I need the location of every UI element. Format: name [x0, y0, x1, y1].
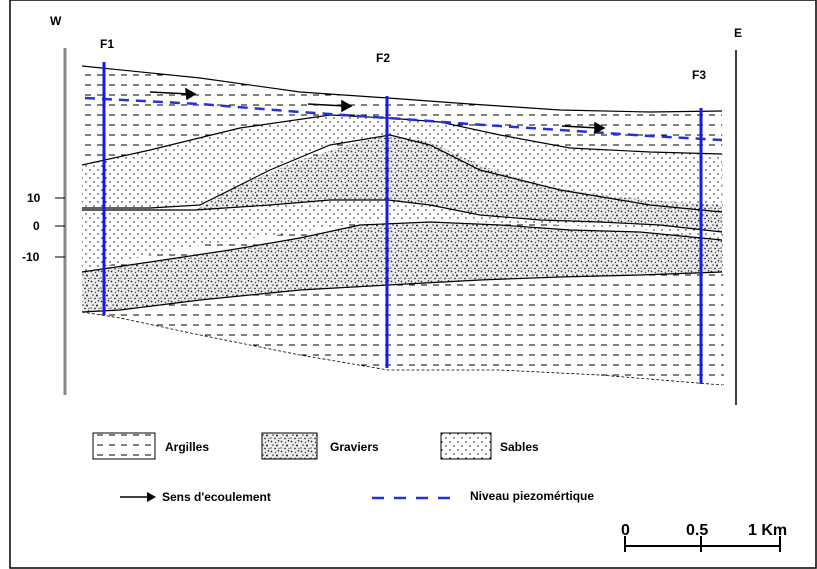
depth-tick-0: 0: [33, 219, 40, 233]
gravel-lens: [195, 135, 722, 232]
legend-label-sables: Sables: [500, 440, 539, 454]
legend-swatch-graviers: [261, 432, 318, 460]
depth-tick-10: 10: [27, 191, 41, 205]
wells: F1 F2 F3: [100, 37, 706, 384]
legend-flow-arrowhead: [147, 492, 156, 502]
figure-frame: [9, 0, 817, 569]
legend-swatch-argilles: [92, 432, 156, 460]
well-label-f3: F3: [692, 68, 706, 82]
depth-axis: 10 0 -10: [22, 191, 65, 264]
gravel-layer-lower: [82, 222, 722, 312]
legend-swatch-sables: [440, 432, 492, 460]
legend-label-piezo: Niveau piezomértique: [470, 489, 594, 503]
scale-label-1km: 1 Km: [748, 522, 787, 539]
flow-arrow-1: [149, 91, 191, 95]
east-label: E: [734, 26, 742, 40]
flow-arrows: [149, 87, 606, 135]
depth-tick-minus-10: -10: [22, 250, 40, 264]
sand-layer-upper: [82, 115, 722, 212]
scale-label-05: 0.5: [686, 522, 708, 539]
well-label-f2: F2: [376, 51, 390, 65]
scale-label-0: 0: [621, 522, 630, 539]
scale-bar: 0 0.5 1 Km: [621, 522, 787, 552]
flow-arrow-3: [561, 125, 599, 129]
legend-label-graviers: Graviers: [330, 440, 379, 454]
well-label-f1: F1: [100, 37, 114, 51]
legend-label-flow: Sens d'ecoulement: [162, 490, 271, 504]
flow-arrow-2: [307, 103, 346, 107]
sand-layer-middle: [82, 200, 722, 272]
legend: Argilles Graviers Sables Sens d'ecouleme…: [92, 432, 594, 504]
piezometric-line: [84, 96, 723, 142]
west-label: W: [50, 14, 62, 28]
strata: [81, 65, 724, 386]
legend-label-argilles: Argilles: [165, 440, 209, 454]
